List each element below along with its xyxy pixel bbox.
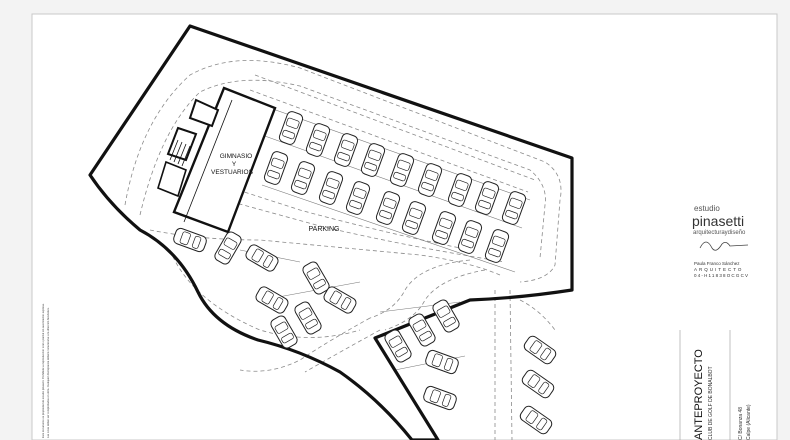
left-margin-notes: Este documento es propiedad de estudio p… (41, 303, 50, 438)
studio-tagline: arquitecturaydiseño (693, 230, 746, 236)
architect-id: 04-H11838OCGCV (694, 273, 749, 278)
studio-name: pinasetti (692, 213, 744, 229)
project-title: ANTEPROYECTO (693, 349, 705, 440)
margin-note-2: Las cotas deben ser comprobadas en obra.… (46, 307, 50, 438)
gym-label-line2: Y (232, 161, 237, 168)
address-line2: Calpe (Alicante) (746, 404, 752, 440)
architect-signature (699, 241, 749, 251)
architect-name: Paula Franco Sánchez (694, 261, 740, 266)
project-subtitle: CLUB DE GOLF DE BONALBOT (708, 366, 714, 440)
road-dashed-lines (124, 60, 562, 440)
gym-label-line1: GIMNASIO (220, 153, 253, 160)
gym-label-line3: VESTUARIOS (211, 169, 254, 176)
architect-title: ARQUITECTO (694, 267, 743, 272)
title-block: estudio pinasetti arquitecturaydiseño Pa… (679, 204, 752, 440)
studio-prefix: estudio (694, 204, 720, 213)
address-line1: C/ Bonanza 48 (738, 407, 744, 440)
gym-building: GIMNASIO Y VESTUARIOS (157, 86, 277, 234)
site-boundary (88, 24, 574, 440)
margin-note-1: Este documento es propiedad de estudio p… (41, 303, 45, 438)
parking-label: PARKING (309, 226, 340, 233)
